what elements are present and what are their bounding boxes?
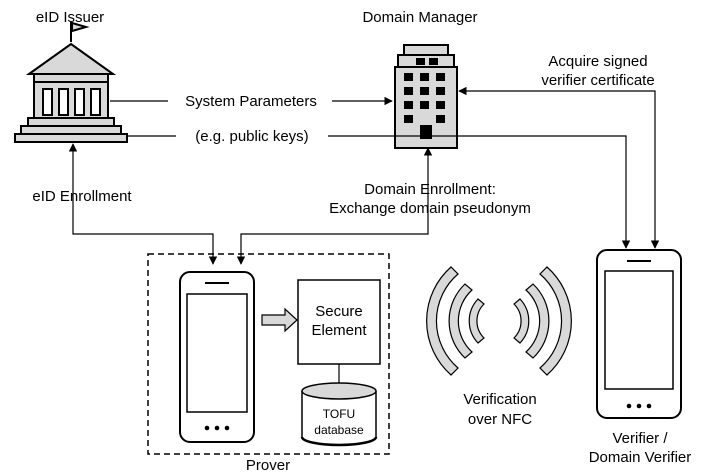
system-parameters-label: System Parameters	[185, 93, 317, 110]
secure-element-label-line2: Element	[311, 322, 367, 339]
verification-label-line1: Verification	[463, 391, 536, 408]
government-building-icon	[14, 21, 128, 143]
verification-label-line2: over NFC	[468, 411, 532, 428]
acquire-certificate-arrow	[458, 86, 660, 249]
secure-element-label-line1: Secure	[315, 303, 363, 320]
eid-enrollment-arrow	[68, 143, 218, 265]
prover-boundary	[147, 253, 390, 455]
verifier-smartphone-icon	[596, 249, 682, 419]
database-icon	[300, 382, 378, 447]
tofu-label-line2: database	[314, 423, 364, 437]
acquire-label-line1: Acquire signed	[548, 53, 647, 70]
verifier-label-line2: Domain Verifier	[589, 449, 692, 466]
acquire-label-line2: verifier certificate	[541, 72, 654, 89]
domain-manager-label: Domain Manager	[362, 9, 477, 26]
nfc-waves-icon	[426, 266, 572, 376]
label-mask	[176, 127, 328, 145]
eid-issuer-label: eID Issuer	[36, 9, 104, 26]
phone-to-secure-element-arrow	[261, 307, 298, 333]
domain-enrollment-arrow	[236, 147, 433, 265]
verifier-label-line1: Verifier /	[612, 430, 668, 447]
prover-label: Prover	[246, 457, 290, 472]
secure-element-box	[297, 279, 381, 365]
label-mask	[168, 92, 332, 110]
public-keys-label: (e.g. public keys)	[195, 128, 308, 145]
domain-enrollment-label-line2: Exchange domain pseudonym	[329, 200, 531, 217]
tofu-label-line1: TOFU	[323, 407, 355, 421]
prover-smartphone-icon	[179, 271, 255, 443]
domain-enrollment-label-line1: Domain Enrollment:	[364, 181, 496, 198]
eid-enrollment-label: eID Enrollment	[32, 188, 132, 205]
office-building-icon	[394, 44, 458, 149]
